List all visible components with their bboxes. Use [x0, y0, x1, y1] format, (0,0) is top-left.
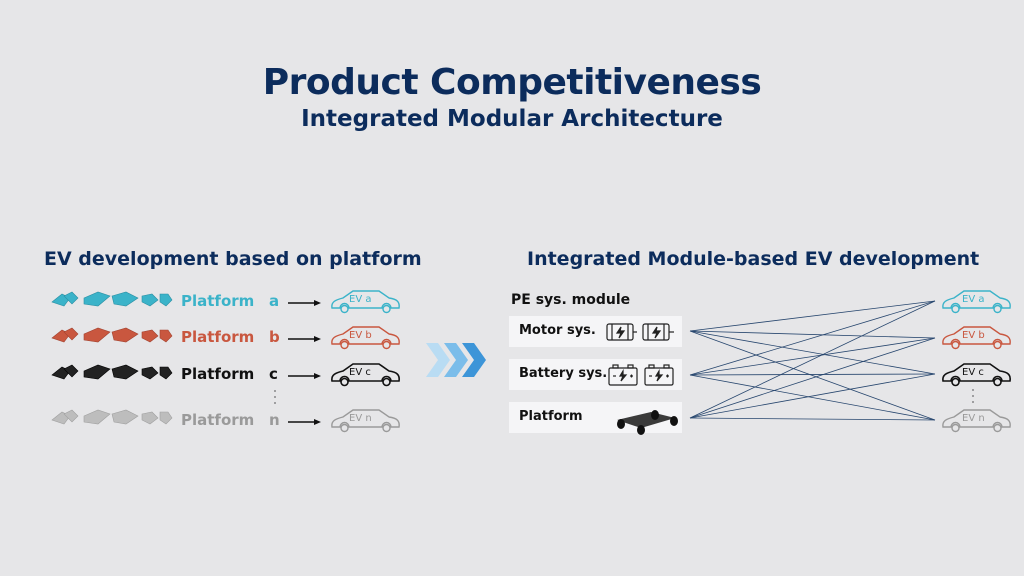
- battery-icon: [608, 364, 674, 386]
- module-label-platform: Platform: [519, 409, 583, 424]
- right-car-label-a: EV a: [962, 294, 985, 305]
- car-outline-icon: EV a: [940, 288, 1012, 314]
- car-label-c: EV c: [349, 367, 371, 378]
- platform-label-b: Platform: [181, 328, 255, 346]
- car-outline-icon: EV n: [329, 407, 401, 433]
- platform-parts-icon: [51, 409, 173, 425]
- module-label-motor: Motor sys.: [519, 323, 596, 338]
- module-label-battery: Battery sys.: [519, 366, 608, 381]
- platform-letter-b: b: [269, 328, 280, 346]
- arrow-right-icon: [288, 336, 321, 342]
- car-outline-icon: EV c: [329, 361, 401, 387]
- car-outline-icon: EV n: [940, 407, 1012, 433]
- module-motor-sys: Motor sys.: [509, 316, 682, 347]
- platform-letter-n: n: [269, 411, 280, 429]
- chassis-icon: [617, 410, 678, 435]
- platform-label-n: Platform: [181, 411, 255, 429]
- left-section-heading: EV development based on platform: [44, 248, 422, 270]
- platform-parts-icon: [51, 291, 173, 307]
- car-outline-icon: EV a: [329, 288, 401, 314]
- page-subtitle: Integrated Modular Architecture: [301, 106, 723, 132]
- chevron-arrows-icon: [426, 343, 486, 377]
- platform-label-a: Platform: [181, 292, 255, 310]
- platform-label-c: Platform: [181, 365, 255, 383]
- car-label-a: EV a: [349, 294, 372, 305]
- ellipsis-vertical-icon: [972, 389, 974, 403]
- platform-letter-c: c: [269, 365, 278, 383]
- platform-parts-icon: [51, 364, 173, 380]
- module-battery-sys: Battery sys.: [509, 359, 682, 390]
- arrow-right-icon: [288, 300, 321, 306]
- motor-icon: [606, 323, 674, 341]
- ellipsis-vertical-icon: [274, 390, 276, 404]
- platform-parts-icon: [51, 327, 173, 343]
- car-label-n: EV n: [349, 413, 372, 424]
- right-car-label-n: EV n: [962, 413, 985, 424]
- pe-sys-module-label: PE sys. module: [511, 292, 631, 308]
- right-section-heading: Integrated Module-based EV development: [527, 248, 980, 270]
- car-outline-icon: EV c: [940, 361, 1012, 387]
- arrow-right-icon: [288, 419, 321, 425]
- car-outline-icon: EV b: [940, 324, 1012, 350]
- car-label-b: EV b: [349, 330, 372, 341]
- arrow-right-icon: [288, 373, 321, 379]
- module-platform: Platform: [509, 402, 682, 435]
- right-car-label-c: EV c: [962, 367, 984, 378]
- platform-letter-a: a: [269, 292, 280, 310]
- page-title: Product Competitiveness: [262, 62, 762, 103]
- car-outline-icon: EV b: [329, 324, 401, 350]
- right-car-label-b: EV b: [962, 330, 985, 341]
